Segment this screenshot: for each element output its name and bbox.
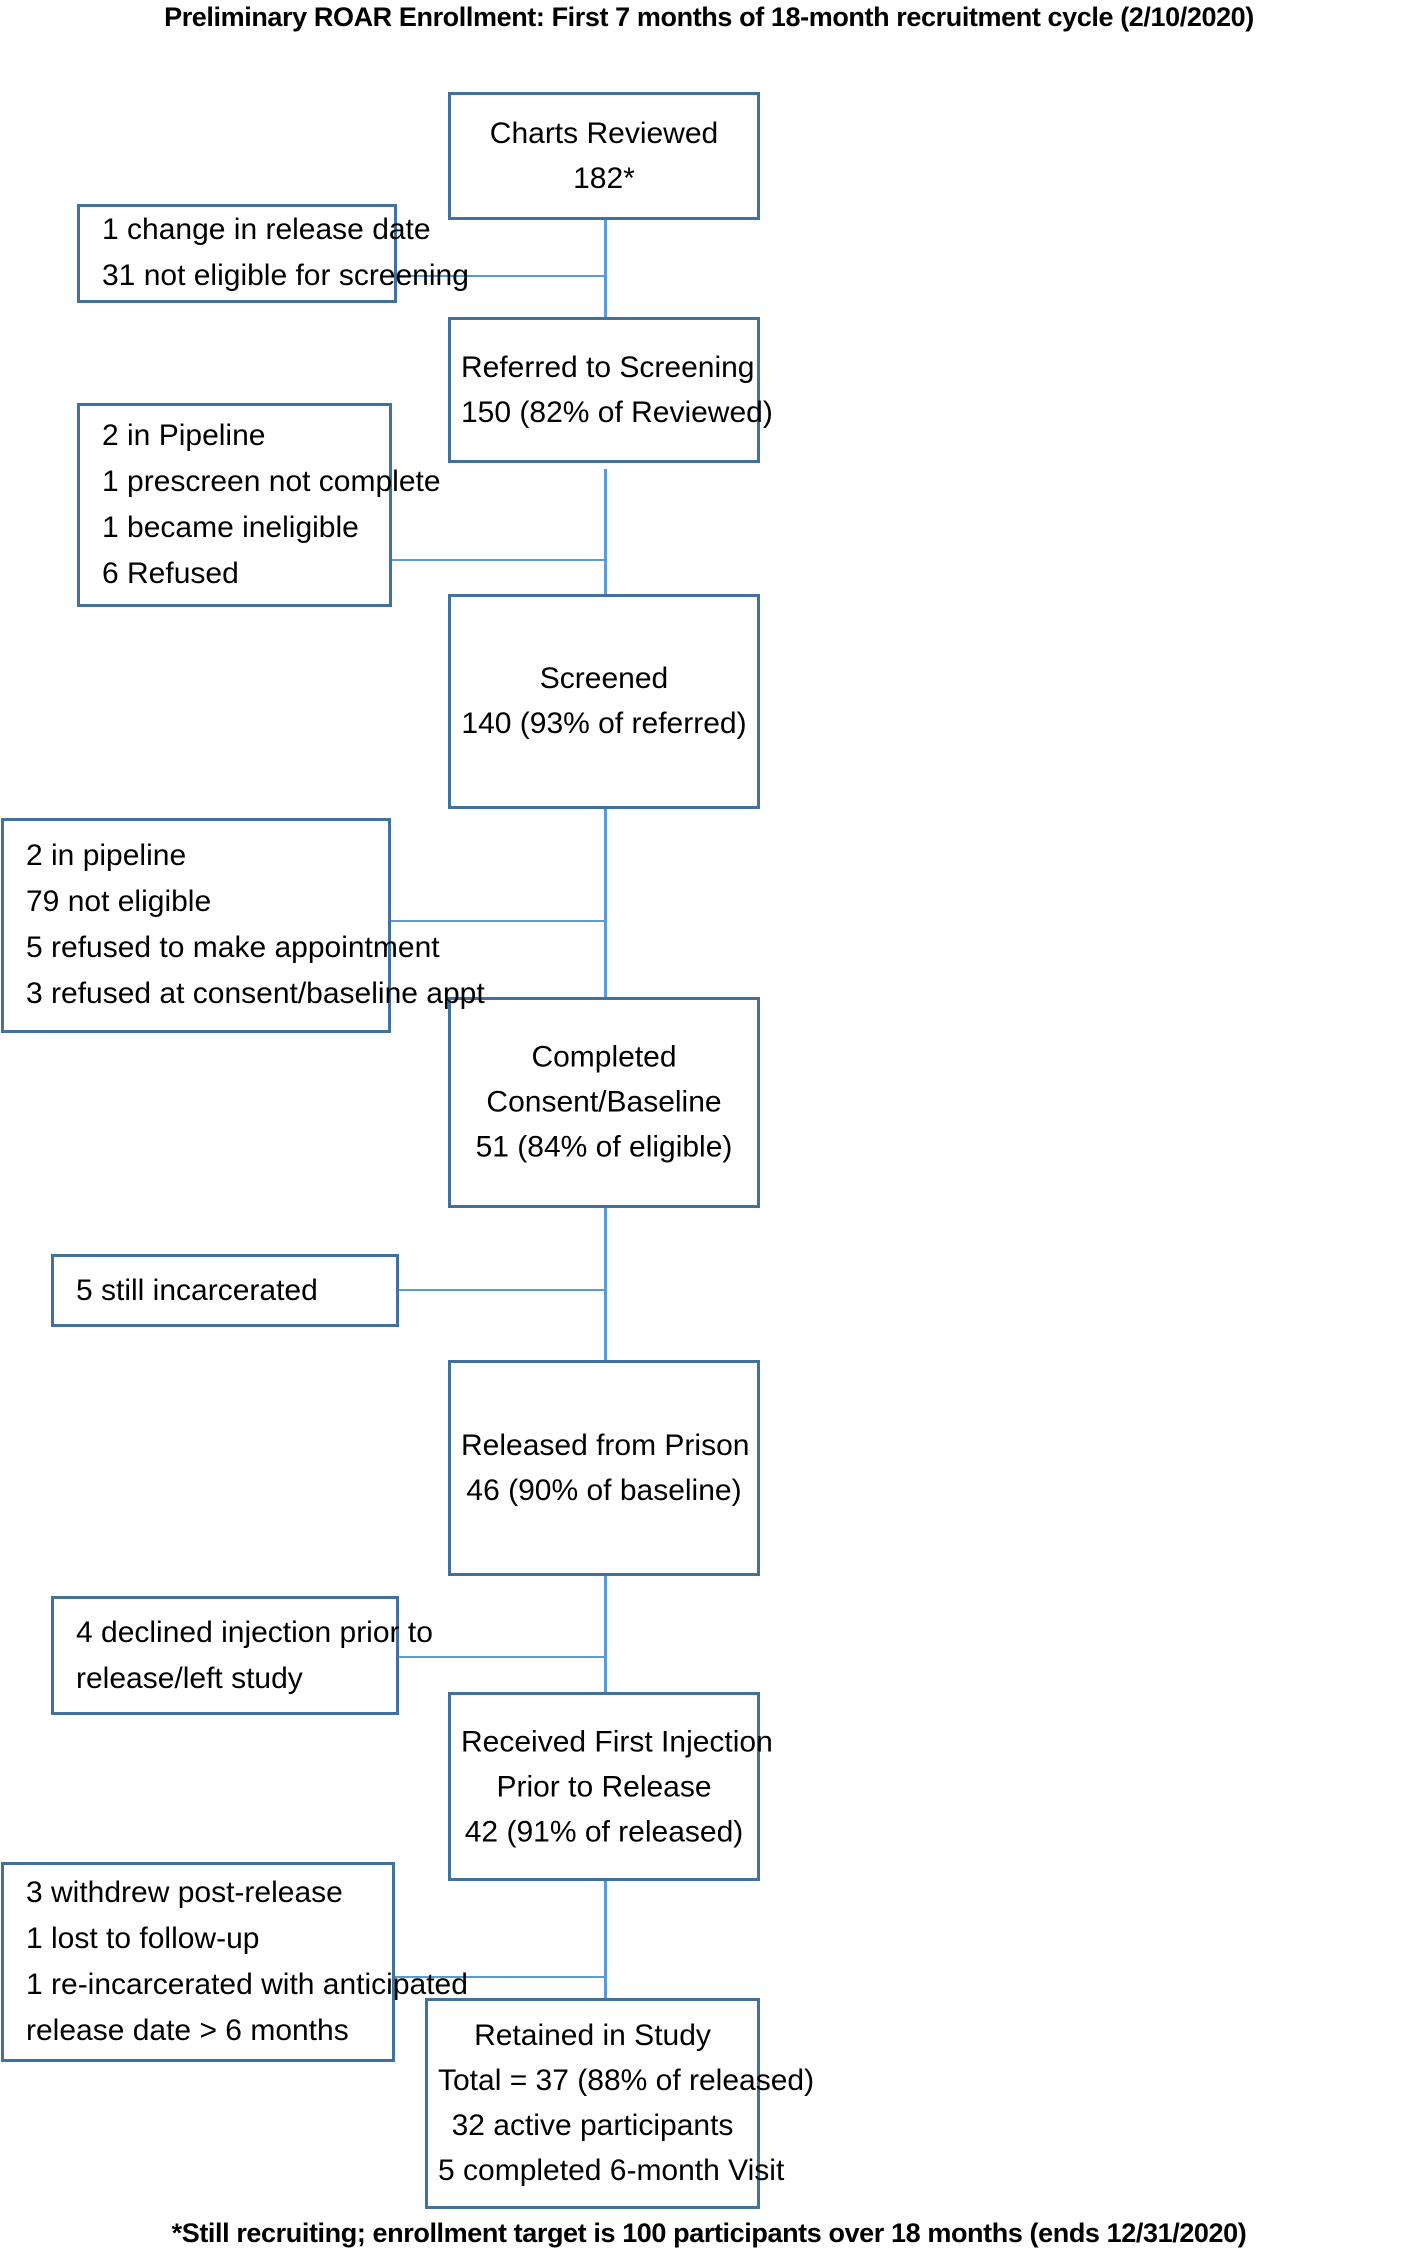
exclusion-2-line2: 1 prescreen not complete [102, 464, 441, 498]
node-consent-line1: Completed [531, 1040, 677, 1074]
exclusion-box-4: 5 still incarcerated [51, 1254, 399, 1327]
node-charts-reviewed: Charts Reviewed 182* [448, 91, 760, 220]
node-injection-line2: Prior to Release [496, 1770, 712, 1804]
page-footnote: *Still recruiting; enrollment target is … [171, 2218, 1247, 2248]
connector-excl2-branch [391, 558, 606, 561]
node-released-line1: Released from Prison [461, 1429, 750, 1463]
page-title: Preliminary ROAR Enrollment: First 7 mon… [164, 2, 1254, 32]
connector-excl6-branch [395, 1975, 606, 1978]
node-released-from-prison: Released from Prison 46 (90% of baseline… [448, 1360, 760, 1576]
exclusion-box-6: 3 withdrew post-release 1 lost to follow… [1, 1862, 468, 2062]
exclusion-box-2: 2 in Pipeline 1 prescreen not complete 1… [77, 403, 441, 607]
exclusion-2-line3: 1 became ineligible [102, 510, 359, 544]
node-charts-reviewed-line1: Charts Reviewed [489, 116, 719, 150]
node-injection-line1: Received First Injection [461, 1725, 773, 1759]
node-referred-to-screening: Referred to Screening 150 (82% of Review… [448, 317, 773, 463]
exclusion-box-5: 4 declined injection prior to release/le… [51, 1596, 433, 1716]
exclusion-3-line4: 3 refused at consent/baseline appt [26, 977, 485, 1011]
connector-injection-to-retained [604, 1874, 607, 2005]
node-screened: Screened 140 (93% of referred) [448, 593, 760, 809]
node-injection-line3: 42 (91% of released) [464, 1815, 744, 1849]
connector-excl1-branch [397, 274, 606, 277]
node-screened-line2: 140 (93% of referred) [461, 707, 747, 741]
node-retained-line2: Total = 37 (88% of released) [438, 2064, 815, 2098]
exclusion-6-line1: 3 withdrew post-release [26, 1876, 343, 1910]
exclusion-5-line1: 4 declined injection prior to [76, 1615, 433, 1649]
exclusion-2-line4: 6 Refused [102, 556, 239, 590]
node-retained-in-study: Retained in Study Total = 37 (88% of rel… [425, 1997, 815, 2209]
node-received-first-injection: Received First Injection Prior to Releas… [448, 1692, 773, 1882]
exclusion-6-line3: 1 re-incarcerated with anticipated [26, 1968, 468, 2002]
node-consent-line3: 51 (84% of eligible) [475, 1130, 733, 1164]
exclusion-2-line1: 2 in Pipeline [102, 418, 266, 452]
node-released-line2: 46 (90% of baseline) [466, 1474, 742, 1508]
node-screened-line1: Screened [539, 662, 669, 696]
node-referred-line2: 150 (82% of Reviewed) [461, 395, 773, 429]
exclusion-4-line1: 5 still incarcerated [76, 1273, 318, 1307]
exclusion-3-line3: 5 refused to make appointment [26, 931, 440, 965]
connector-excl4-branch [398, 1289, 606, 1292]
exclusion-1-line2: 31 not eligible for screening [102, 259, 469, 293]
node-referred-line1: Referred to Screening [461, 350, 755, 384]
exclusion-5-line2: release/left study [76, 1661, 303, 1695]
connector-excl5-branch [398, 1655, 606, 1658]
exclusion-box-3: 2 in pipeline 79 not eligible 5 refused … [1, 817, 485, 1034]
exclusion-3-line2: 79 not eligible [26, 885, 212, 919]
exclusion-6-line4: release date > 6 months [26, 2014, 349, 2048]
node-consent-line2: Consent/Baseline [486, 1085, 722, 1119]
exclusion-3-line1: 2 in pipeline [26, 839, 187, 873]
exclusion-1-line1: 1 change in release date [102, 213, 431, 247]
node-charts-reviewed-line2: 182* [573, 161, 635, 195]
node-retained-line1: Retained in Study [474, 2019, 711, 2053]
connector-excl3-branch [390, 919, 606, 922]
node-completed-consent-baseline: Completed Consent/Baseline 51 (84% of el… [448, 996, 760, 1208]
node-retained-line3: 32 active participants [451, 2109, 734, 2143]
exclusion-6-line2: 1 lost to follow-up [26, 1922, 260, 1956]
exclusion-box-1: 1 change in release date 31 not eligible… [77, 203, 469, 303]
connector-consent-to-released [604, 1201, 607, 1370]
connector-released-to-injection [604, 1568, 607, 1703]
connector-screened-to-consent [604, 803, 607, 1007]
node-retained-line4: 5 completed 6-month Visit [438, 2154, 785, 2188]
